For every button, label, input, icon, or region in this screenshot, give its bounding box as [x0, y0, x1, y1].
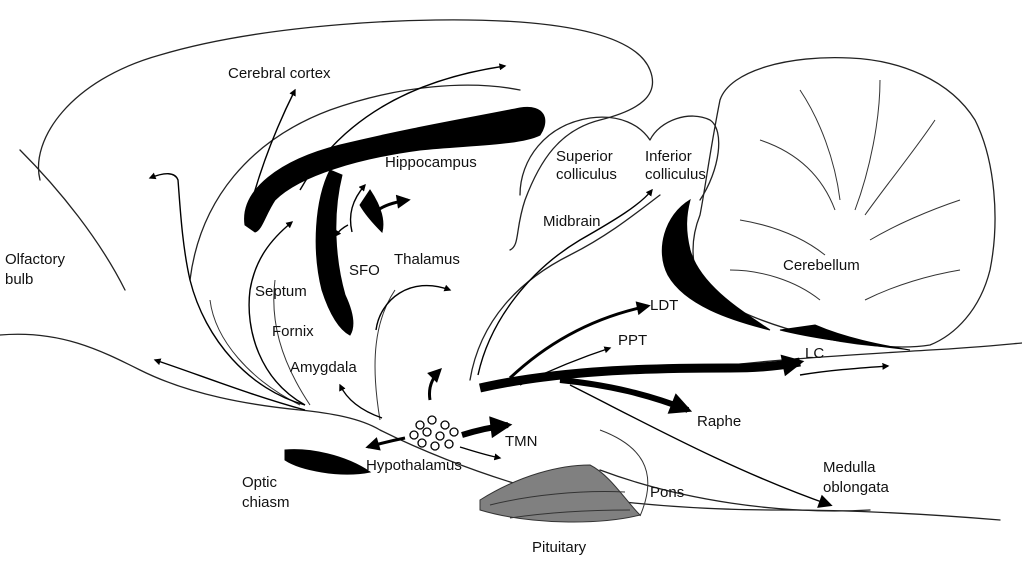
label-superior-colliculus-2: colliculus — [556, 166, 617, 183]
label-cerebral-cortex: Cerebral cortex — [228, 65, 331, 82]
olfactory-outline — [20, 150, 125, 290]
label-ldt: LDT — [650, 297, 678, 314]
sfo-shape — [360, 190, 383, 232]
fornix-shape — [316, 170, 353, 335]
label-olfactory-bulb-2: bulb — [5, 271, 33, 288]
label-olfactory-bulb-1: Olfactory — [5, 251, 65, 268]
cortex-inner-line — [190, 85, 520, 280]
cerebellar-black-wedge — [662, 200, 770, 330]
label-cerebellum: Cerebellum — [783, 257, 860, 274]
arrow-to-lc — [480, 362, 800, 388]
label-midbrain: Midbrain — [543, 213, 601, 230]
label-superior-colliculus-1: Superior — [556, 148, 613, 165]
label-hypothalamus: Hypothalamus — [366, 457, 462, 474]
label-inferior-colliculus-2: colliculus — [645, 166, 706, 183]
label-hippocampus: Hippocampus — [385, 154, 477, 171]
arrow-lc-to-caudal — [800, 366, 888, 375]
label-sfo: SFO — [349, 262, 380, 279]
arrow-sfo-down — [335, 225, 348, 236]
label-tmn: TMN — [505, 433, 538, 450]
label-lc: LC — [805, 345, 824, 362]
arrow-to-raphe — [560, 380, 688, 410]
label-medulla-2: oblongata — [823, 479, 889, 496]
arrow-to-hypothalamus-right — [460, 447, 500, 458]
septal-lines — [210, 280, 395, 420]
cerebellum-outline — [693, 58, 995, 347]
label-optic-chiasm-2: chiasm — [242, 494, 290, 511]
arrow-to-tmn — [462, 425, 508, 435]
label-ppt: PPT — [618, 332, 647, 349]
label-optic-chiasm-1: Optic — [242, 474, 277, 491]
label-medulla-1: Medulla — [823, 459, 876, 476]
label-amygdala: Amygdala — [290, 359, 357, 376]
cerebellar-black-base — [780, 325, 910, 350]
label-pituitary: Pituitary — [532, 539, 586, 556]
arrow-left-hypothalamus — [368, 438, 405, 447]
hypothalamic-nuclei — [410, 416, 458, 450]
optic-chiasm-shape — [285, 450, 370, 474]
label-pons: Pons — [650, 484, 684, 501]
label-fornix: Fornix — [272, 323, 314, 340]
label-thalamus: Thalamus — [394, 251, 460, 268]
arrow-to-hippocampus — [378, 200, 408, 210]
arrow-to-thalamus — [376, 286, 450, 330]
label-raphe: Raphe — [697, 413, 741, 430]
label-inferior-colliculus-1: Inferior — [645, 148, 692, 165]
label-septum: Septum — [255, 283, 307, 300]
arrow-up-small — [429, 370, 440, 400]
